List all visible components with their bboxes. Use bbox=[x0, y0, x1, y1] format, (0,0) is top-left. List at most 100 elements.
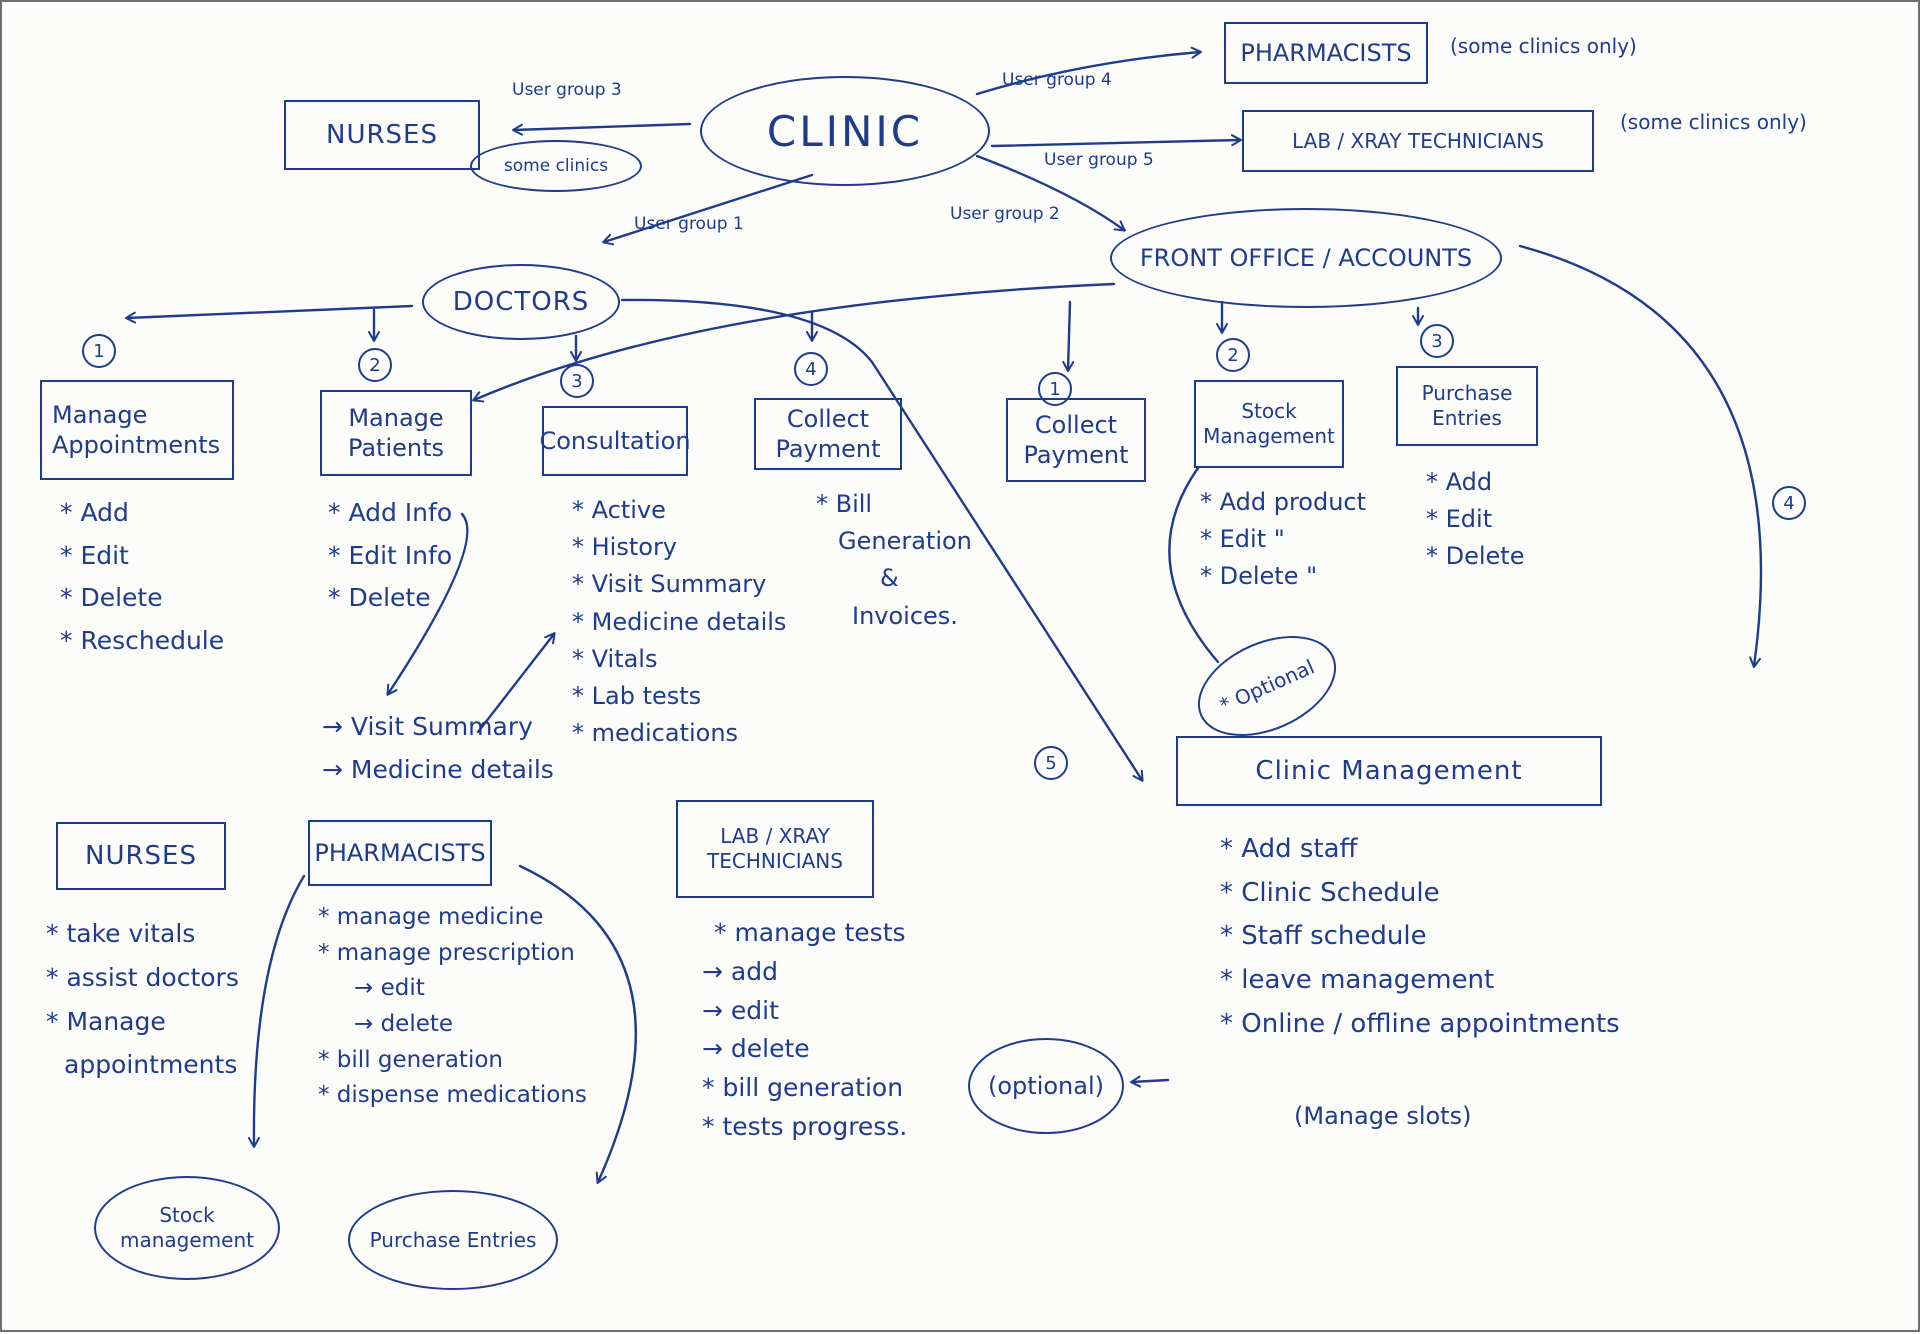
list-item: → Visit Summary bbox=[322, 712, 533, 741]
list-item: * Bill bbox=[816, 490, 873, 518]
clinic-optional-oval: (optional) bbox=[968, 1038, 1124, 1134]
stock-management-title: Stock Management bbox=[1203, 399, 1335, 448]
arrow-front-clinic-opt bbox=[1518, 244, 1763, 668]
list-item: * Reschedule bbox=[60, 625, 225, 655]
lab-title: LAB / XRAY TECHNICIANS bbox=[707, 824, 843, 873]
list-item: * manage tests bbox=[714, 918, 906, 947]
list-item: * Staff schedule bbox=[1220, 921, 1427, 952]
consultation-list: * Active * History * Visit Summary * Med… bbox=[572, 492, 786, 752]
doctor-collect-payment-list: * Bill Generation & Invoices. bbox=[816, 486, 972, 635]
list-item: * take vitals bbox=[46, 919, 196, 948]
list-item: * Active bbox=[572, 496, 666, 524]
pharmacists-box: PHARMACISTS bbox=[308, 820, 492, 886]
list-item: * Manage bbox=[46, 1006, 166, 1036]
pharmacists-box-top: PHARMACISTS bbox=[1224, 22, 1428, 84]
list-item: * Edit bbox=[1426, 505, 1493, 534]
list-item: * Medicine details bbox=[572, 607, 787, 636]
front-step-1: 1 bbox=[1038, 372, 1072, 406]
list-item: & bbox=[880, 564, 899, 593]
stock-management-list: * Add product * Edit " * Delete " bbox=[1200, 484, 1366, 596]
manage-patients-sub-list: → Visit Summary → Medicine details bbox=[322, 706, 554, 791]
front-step-3: 3 bbox=[1420, 324, 1454, 358]
arrow-front-payment bbox=[1062, 300, 1075, 372]
clinic-label: CLINIC bbox=[766, 106, 924, 156]
arrow-clinic-nurses bbox=[512, 122, 692, 136]
pharm-purchase-label: Purchase Entries bbox=[369, 1227, 537, 1252]
lab-label-top: LAB / XRAY TECHNICIANS bbox=[1292, 129, 1544, 153]
nurses-box: NURSES bbox=[56, 822, 226, 890]
stock-management-box: Stock Management bbox=[1194, 380, 1344, 468]
list-item: * History bbox=[572, 533, 678, 562]
list-item: Invoices. bbox=[852, 601, 958, 630]
purchase-entries-box: Purchase Entries bbox=[1396, 366, 1538, 446]
front-step-2: 2 bbox=[1216, 338, 1250, 372]
clinic-management-list: * Add staff * Clinic Schedule * Staff sc… bbox=[1220, 828, 1620, 1046]
arrow-doctors-appointments bbox=[125, 304, 414, 324]
list-item: * Delete bbox=[328, 583, 431, 612]
doctors-step-5: 5 bbox=[1034, 746, 1068, 780]
list-item: → delete bbox=[354, 1010, 454, 1037]
user-group-4-label: User group 4 bbox=[1002, 70, 1112, 90]
list-item: * Delete bbox=[60, 583, 163, 612]
user-group-3-label: User group 3 bbox=[512, 80, 622, 100]
doctors-label: DOCTORS bbox=[452, 287, 590, 317]
list-item: * dispense medications bbox=[318, 1082, 587, 1109]
user-group-1-label: User group 1 bbox=[634, 214, 744, 234]
list-item: * Edit " bbox=[1200, 525, 1285, 554]
front-office-node: FRONT OFFICE / ACCOUNTS bbox=[1110, 208, 1502, 308]
doctors-step-3: 3 bbox=[560, 364, 594, 398]
clinic-management-title: Clinic Management bbox=[1255, 756, 1523, 786]
lab-list: * manage tests → add → edit → delete * b… bbox=[702, 914, 907, 1147]
list-item: * Add product bbox=[1200, 488, 1367, 516]
nurses-list: * take vitals * assist doctors * Manage … bbox=[46, 912, 239, 1087]
list-item: → edit bbox=[702, 995, 779, 1025]
list-item: → edit bbox=[354, 975, 425, 1002]
purchase-entries-title: Purchase Entries bbox=[1421, 381, 1513, 430]
arrow-optional-left bbox=[1130, 1075, 1170, 1088]
arrow-pharm-stock bbox=[247, 874, 306, 1148]
list-item: appointments bbox=[64, 1050, 238, 1080]
list-item: * bill generation bbox=[702, 1073, 904, 1102]
pharmacists-note: (some clinics only) bbox=[1450, 34, 1637, 58]
consultation-title: Consultation bbox=[539, 427, 691, 455]
stock-optional-oval: * Optional bbox=[1182, 616, 1352, 756]
list-item: * Edit bbox=[60, 540, 129, 570]
list-item: * Visit Summary bbox=[572, 570, 767, 599]
lab-box-top: LAB / XRAY TECHNICIANS bbox=[1242, 110, 1594, 172]
manage-appointments-title: Manage Appointments bbox=[52, 401, 221, 459]
list-item: * manage prescription bbox=[318, 939, 575, 966]
list-item: → add bbox=[702, 956, 778, 986]
nurses-box-top: NURSES bbox=[284, 100, 480, 170]
front-collect-payment-box: Collect Payment bbox=[1006, 398, 1146, 482]
pharmacists-list: * manage medicine * manage prescription … bbox=[318, 900, 587, 1114]
list-item: * Lab tests bbox=[572, 681, 702, 710]
doctor-collect-payment-box: Collect Payment bbox=[754, 398, 902, 470]
pharmacists-title: PHARMACISTS bbox=[314, 839, 486, 867]
manage-slots-label: (Manage slots) bbox=[1294, 1102, 1472, 1130]
list-item: * Add bbox=[60, 498, 129, 527]
front-collect-payment-title: Collect Payment bbox=[1023, 411, 1129, 469]
pharm-stock-label: Stock management bbox=[120, 1203, 254, 1252]
list-item: * Clinic Schedule bbox=[1220, 877, 1440, 908]
front-step-4: 4 bbox=[1772, 486, 1806, 520]
pharm-purchase-oval: Purchase Entries bbox=[348, 1190, 558, 1290]
list-item: → Medicine details bbox=[322, 754, 554, 784]
list-item: * Vitals bbox=[572, 644, 658, 673]
manage-patients-list: * Add Info * Edit Info * Delete bbox=[328, 492, 452, 620]
user-group-5-label: User group 5 bbox=[1044, 150, 1154, 170]
nurses-title: NURSES bbox=[85, 841, 197, 871]
list-item: → delete bbox=[702, 1034, 810, 1064]
doctor-collect-payment-title: Collect Payment bbox=[775, 405, 881, 463]
arrow-clinic-lab bbox=[990, 134, 1242, 148]
list-item: * assist doctors bbox=[46, 962, 239, 992]
manage-patients-box: Manage Patients bbox=[320, 390, 472, 476]
list-item: * Add Info bbox=[328, 498, 453, 527]
list-item: * Add bbox=[1426, 468, 1493, 496]
pharmacists-label-top: PHARMACISTS bbox=[1240, 39, 1412, 67]
manage-appointments-box: Manage Appointments bbox=[40, 380, 234, 480]
clinic-node: CLINIC bbox=[700, 76, 990, 186]
nurses-label-top: NURSES bbox=[326, 120, 438, 150]
doctors-step-4: 4 bbox=[794, 352, 828, 386]
user-group-2-label: User group 2 bbox=[950, 204, 1060, 224]
